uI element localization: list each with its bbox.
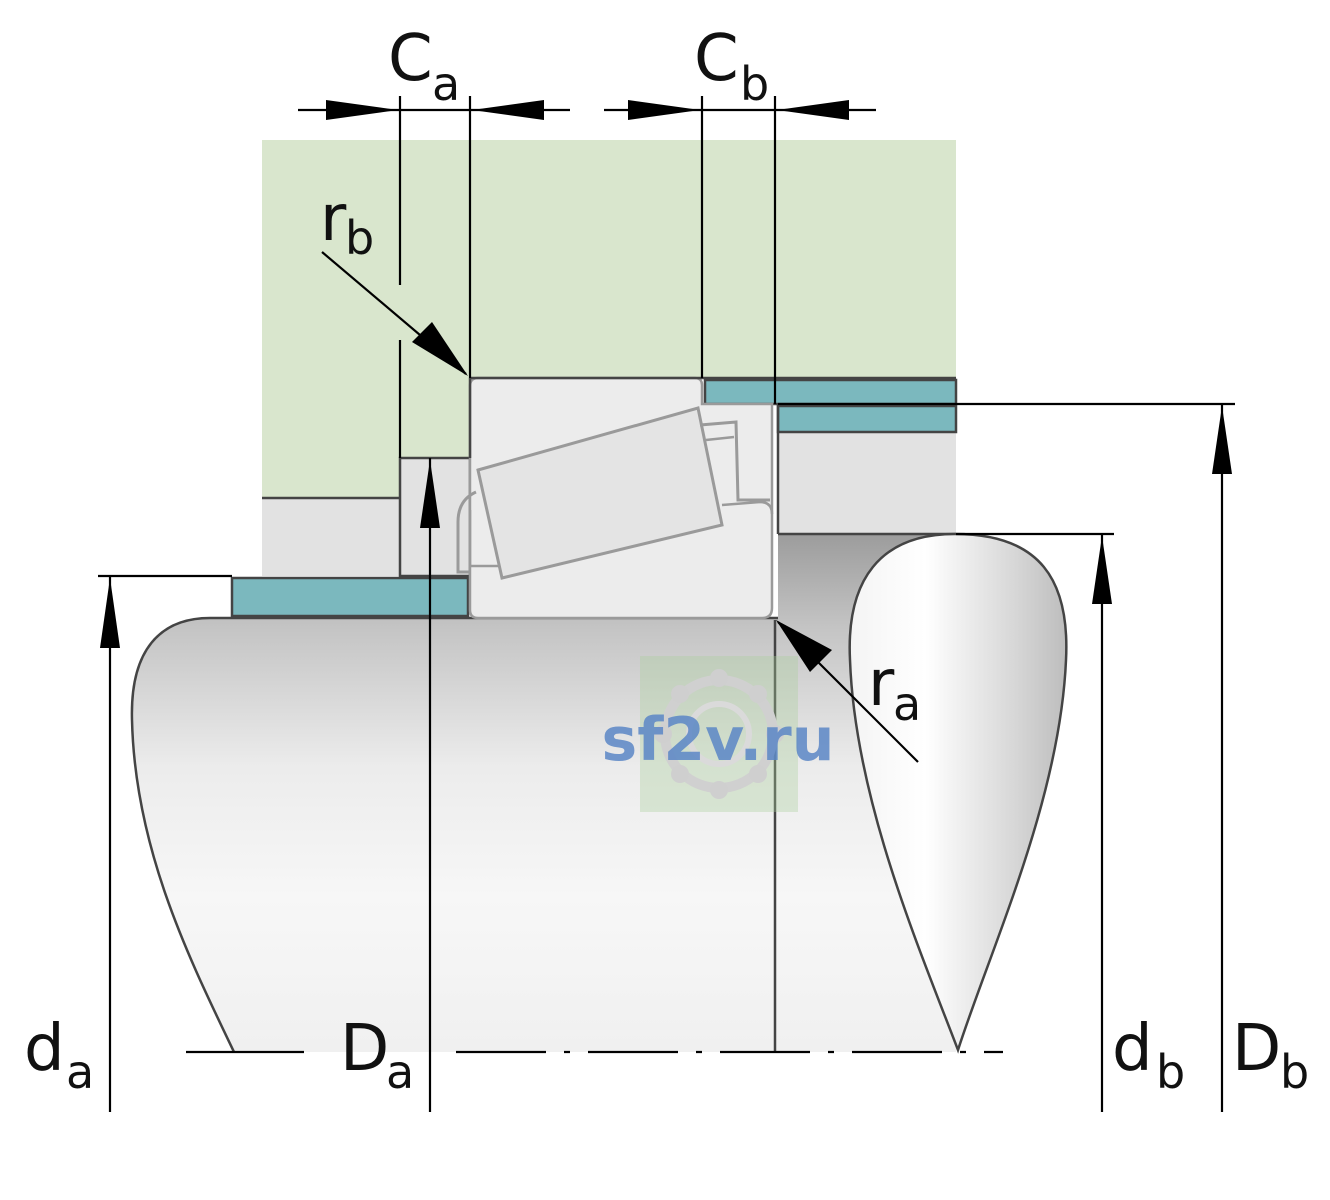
label-Da-sub: a <box>386 1045 414 1099</box>
label-ra-main: r <box>868 647 895 721</box>
label-Cb: C b <box>694 22 769 111</box>
label-rb-sub: b <box>345 211 374 265</box>
label-Da-main: D <box>340 1012 389 1086</box>
housing <box>262 140 956 500</box>
label-db-main: d <box>1112 1012 1153 1086</box>
tapered-roller-bearing <box>456 376 956 620</box>
label-rb: r b <box>320 182 374 265</box>
label-ra: r a <box>868 647 921 731</box>
label-Ca: C a <box>388 22 460 111</box>
label-Db-sub: b <box>1280 1045 1309 1099</box>
dimension-arrows <box>100 100 1232 672</box>
label-Cb-sub: b <box>740 57 769 111</box>
watermark-text: sf2v.ru <box>602 705 835 775</box>
label-Db-main: D <box>1232 1012 1281 1086</box>
label-Cb-main: C <box>694 22 739 96</box>
label-ra-sub: a <box>893 677 921 731</box>
label-db-sub: b <box>1156 1045 1185 1099</box>
shaft-section-drop <box>848 532 1068 1054</box>
label-rb-main: r <box>320 182 347 256</box>
seal-rings <box>230 378 958 618</box>
label-db: d b <box>1112 1012 1185 1099</box>
label-da: d a <box>24 1012 94 1099</box>
label-Db: D b <box>1232 1012 1309 1099</box>
label-Ca-sub: a <box>432 57 460 111</box>
label-da-main: d <box>24 1012 65 1086</box>
label-da-sub: a <box>66 1045 94 1099</box>
label-Da: D a <box>340 1012 414 1099</box>
label-Ca-main: C <box>388 22 433 96</box>
watermark: sf2v.ru <box>602 656 835 812</box>
